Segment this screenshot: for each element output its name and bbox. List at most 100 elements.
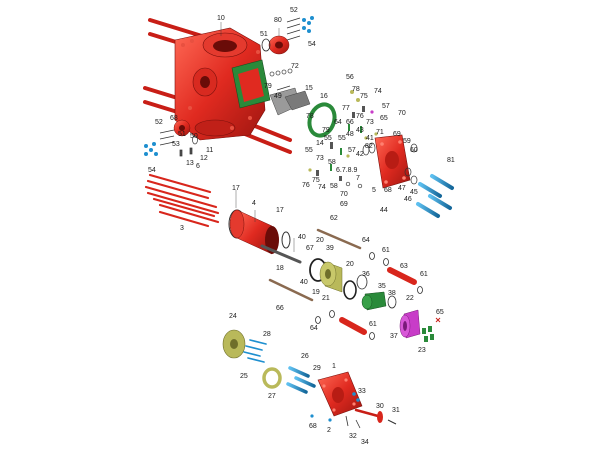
green-ram-seal-15 (307, 102, 337, 138)
part-label: 46 (404, 196, 412, 203)
red-sleeve-63 (387, 267, 417, 285)
part-label: 32 (349, 433, 357, 440)
part-label: 26 (301, 353, 309, 360)
part-label: 58 (330, 183, 338, 190)
part-label: 74 (374, 88, 382, 95)
part-label: 20 (316, 237, 324, 244)
small-orings-61 (315, 252, 423, 340)
part-label: 31 (392, 407, 400, 414)
magenta-gland-22 (399, 309, 421, 339)
left-bolts-52 (159, 129, 175, 146)
part-label: 51 (178, 131, 186, 138)
right-seals-60-59 (404, 143, 418, 185)
part-label: 41 (366, 135, 374, 142)
part-label: 66 (346, 119, 354, 126)
part-label: 17 (232, 185, 240, 192)
stem-30 (354, 408, 383, 423)
seal-17-right (281, 231, 291, 249)
part-label: 50 (190, 133, 198, 140)
part-label: 68 (384, 187, 392, 194)
small-parts-72 (269, 68, 293, 77)
part-label: 67 (306, 245, 314, 252)
bottom-flange (194, 119, 236, 137)
part-label: 68 (170, 115, 178, 122)
part-label: 6.7.8.9 (336, 167, 358, 174)
part-label: 60 (410, 147, 418, 154)
part-label: 44 (380, 207, 388, 214)
part-label: 25 (240, 373, 248, 380)
part-label: 70 (398, 110, 406, 117)
bolts-52-top (286, 17, 301, 41)
part-label: 28 (263, 331, 271, 338)
part-label: 73 (316, 155, 324, 162)
long-rod-62 (316, 228, 362, 250)
blue-bolts-81 (416, 174, 454, 218)
part-label: 77 (342, 105, 350, 112)
part-label: 48 (346, 131, 354, 138)
part-label: 34 (361, 439, 369, 446)
part-label: 79 (322, 127, 330, 134)
red-rods-3 (144, 173, 220, 228)
part-label: 27 (268, 393, 276, 400)
part-label: 76 (356, 113, 364, 120)
part-label: 7 (356, 175, 360, 182)
part-label: 57 (382, 103, 390, 110)
grey-ram-block (269, 87, 311, 116)
part-label: 55 (338, 135, 346, 142)
part-label: 54 (308, 41, 316, 48)
part-label: 79 (264, 83, 272, 90)
orings-69-82 (362, 142, 376, 156)
part-label: 12 (200, 155, 208, 162)
blue-studs-25-28 (243, 339, 267, 363)
part-label: 74 (318, 184, 326, 191)
part-label: 65 (380, 115, 388, 122)
part-label: 61 (420, 271, 428, 278)
part-label: 1 (332, 363, 336, 370)
part-label: 55 (305, 147, 313, 154)
bottom-housing-1 (317, 371, 363, 417)
ring-38 (387, 295, 397, 309)
part-label: 47 (398, 185, 406, 192)
part-label: 2 (327, 427, 331, 434)
part-label: 53 (172, 141, 180, 148)
part-label: 58 (328, 159, 336, 166)
stem-31 (387, 419, 397, 425)
part-label: 17 (276, 207, 284, 214)
part-label: 78 (352, 86, 360, 93)
nuts-54-top (302, 16, 314, 33)
part-label: 49 (274, 93, 282, 100)
part-label: 29 (313, 365, 321, 372)
part-label: 42 (356, 151, 364, 158)
nuts-2-68 (310, 414, 332, 422)
part-label: 75 (360, 93, 368, 100)
part-label: 82 (365, 143, 373, 150)
part-label: 78 (306, 113, 314, 120)
part-label: 10 (217, 15, 225, 22)
main-body-assembly (143, 18, 292, 154)
part-label: 66 (276, 305, 284, 312)
left-nuts-54 (144, 142, 158, 156)
green-gland-35 (361, 291, 387, 311)
small-hardware-cluster (308, 90, 378, 189)
part-label: 81 (447, 157, 455, 164)
part-label: 22 (406, 295, 414, 302)
part-label: 62 (330, 215, 338, 222)
piston-rod-18 (260, 244, 302, 264)
part-label: 21 (322, 295, 330, 302)
part-label: 40 (298, 234, 306, 241)
ring-36 (356, 274, 368, 290)
part-label: 70 (340, 191, 348, 198)
part-label: 45 (410, 189, 418, 196)
part-label: 15 (305, 85, 313, 92)
part-label: 72 (291, 63, 299, 70)
part-label: 38 (388, 290, 396, 297)
part-label: 4 (252, 200, 256, 207)
pin-65 (435, 317, 441, 323)
part-label: 36 (362, 271, 370, 278)
part-label: 39 (326, 245, 334, 252)
part-label: 54 (148, 167, 156, 174)
part-label: 16 (320, 93, 328, 100)
side-outlet-hole (200, 76, 210, 88)
